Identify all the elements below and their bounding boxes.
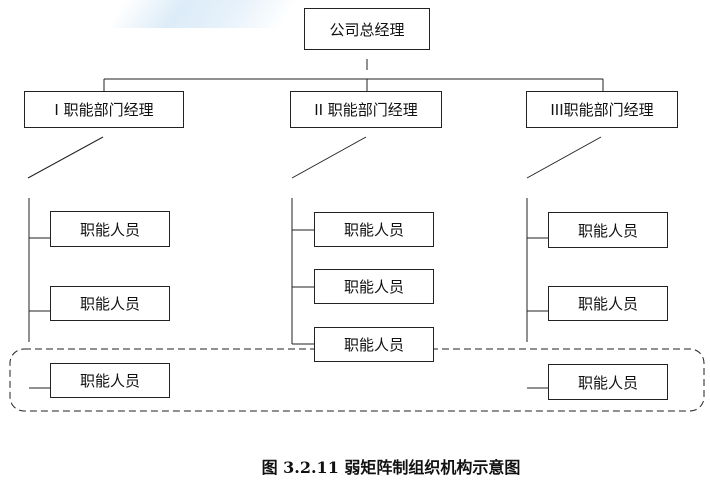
dept1-staff-box-3: 职能人员 bbox=[50, 363, 170, 398]
dept3-diagonal-line bbox=[526, 136, 602, 179]
dept2-staff-box-1: 职能人员 bbox=[314, 212, 434, 247]
dept3-staff-label-1: 职能人员 bbox=[577, 221, 638, 240]
dept1-staff-label-1: 职能人员 bbox=[79, 220, 140, 239]
figure-caption: 图 3.2.11 弱矩阵制组织机构示意图 bbox=[261, 458, 521, 477]
dept1-staff-label-3: 职能人员 bbox=[79, 372, 140, 390]
dept3-staff-label-3: 职能人员 bbox=[577, 373, 638, 392]
dept1-manager-box: I 职能部门经理 bbox=[24, 91, 184, 128]
dept3-staff-label-2: 职能人员 bbox=[577, 295, 638, 313]
root-label: 公司总经理 bbox=[329, 20, 405, 39]
dept3-manager-label: III职能部门经理 bbox=[550, 101, 654, 119]
dept2-staff-label-2: 职能人员 bbox=[343, 278, 404, 296]
dept2-manager-label: II 职能部门经理 bbox=[314, 101, 418, 119]
dept1-diagonal-line bbox=[27, 136, 104, 179]
dept1-staff-box-1: 职能人员 bbox=[50, 211, 170, 247]
root-box: 公司总经理 bbox=[304, 8, 430, 50]
dept2-staff-box-3: 职能人员 bbox=[314, 327, 434, 362]
dept2-staff-box-2: 职能人员 bbox=[314, 269, 434, 304]
dept3-staff-box-3: 职能人员 bbox=[548, 364, 668, 400]
dept3-staff-box-1: 职能人员 bbox=[548, 212, 668, 248]
dept2-staff-label-1: 职能人员 bbox=[343, 221, 404, 239]
dept3-manager-box: III职能部门经理 bbox=[526, 91, 678, 128]
dept2-manager-box: II 职能部门经理 bbox=[290, 91, 442, 128]
dept1-staff-box-2: 职能人员 bbox=[50, 286, 170, 321]
dept1-manager-label: I 职能部门经理 bbox=[54, 101, 154, 119]
dept3-staff-box-2: 职能人员 bbox=[548, 286, 668, 321]
dept2-diagonal-line bbox=[291, 136, 367, 179]
dept2-staff-label-3: 职能人员 bbox=[343, 336, 404, 354]
dept1-staff-label-2: 职能人员 bbox=[79, 295, 140, 313]
